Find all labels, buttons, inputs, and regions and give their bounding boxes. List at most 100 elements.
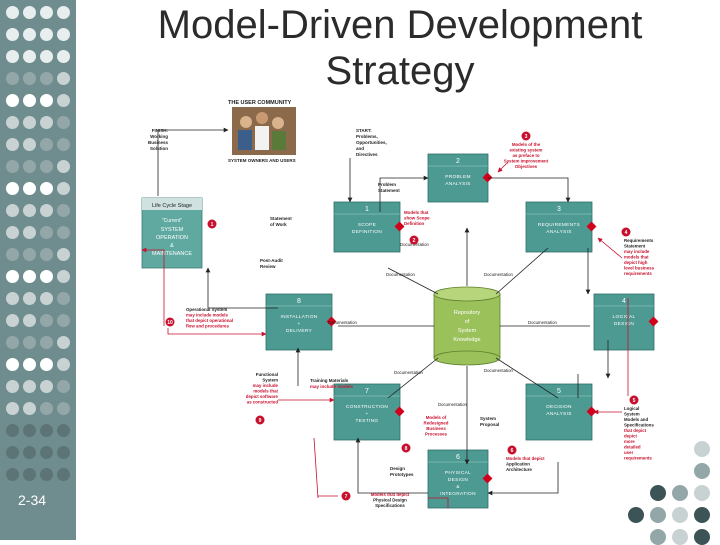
phase-box-bg: [265, 293, 333, 351]
annotation-number: 1: [211, 222, 214, 228]
annotation-text: that depict operational: [186, 318, 233, 323]
phase-name: &: [456, 484, 460, 490]
decorative-dot: [40, 468, 53, 481]
start-line: START:: [356, 128, 372, 133]
decorative-dot: [57, 380, 70, 393]
decorative-dot: [23, 160, 36, 173]
phase-name: PROBLEM: [445, 174, 471, 180]
decorative-dot: [40, 94, 53, 107]
decorative-dot: [6, 380, 19, 393]
decorative-dot: [40, 292, 53, 305]
flow-post-audit: Post-Audit: [260, 258, 283, 263]
flow-statement-of-work: of Work: [270, 222, 287, 227]
annotation-text: that depict: [624, 428, 647, 433]
annotation-text: depict high: [624, 260, 648, 265]
decorative-dot: [40, 270, 53, 283]
model-diamond-icon: [586, 221, 597, 232]
annotation-number: 2: [413, 238, 416, 244]
finish-line: FINISH:: [152, 128, 169, 133]
model-diamond-icon: [648, 316, 659, 327]
annotation-number: 9: [259, 418, 262, 424]
life-cycle-current: "Current": [162, 218, 182, 224]
phase-name: DESIGN: [614, 321, 634, 327]
decorative-corner-dot: [694, 529, 710, 545]
decorative-corner-dot: [628, 507, 644, 523]
repository-line: of: [465, 319, 470, 325]
decorative-dot: [6, 248, 19, 261]
annotation-number: 3: [525, 134, 528, 140]
phase-number: 2: [456, 158, 460, 165]
annotation-number-badge: [341, 491, 351, 501]
annotation-text: Architecture: [506, 467, 532, 472]
phase-number: 6: [456, 454, 460, 461]
decorative-dot: [23, 402, 36, 415]
decorative-dot: [23, 248, 36, 261]
decorative-dot: [23, 292, 36, 305]
phase-number: 3: [557, 206, 561, 213]
phase-name: +: [365, 412, 368, 417]
decorative-dot: [40, 402, 53, 415]
annotation-text: as preface to: [512, 153, 539, 158]
repository-cylinder: Repository of System Knowledge: [433, 286, 501, 366]
decorative-corner-dot: [650, 529, 666, 545]
start-line: Directives: [356, 152, 378, 157]
decorative-dot: [23, 138, 36, 151]
decorative-corner-dot: [694, 485, 710, 501]
decorative-dot: [40, 204, 53, 217]
decorative-dot: [40, 248, 53, 261]
flow-design-prototypes: Design: [390, 466, 405, 471]
annotation-text: may include models: [186, 313, 229, 318]
phase-name: CONSTRUCTION: [346, 404, 388, 410]
decorative-dot: [40, 314, 53, 327]
annotation-text: level business: [624, 266, 655, 271]
annotation-number: 4: [625, 230, 628, 236]
phase-name: DESIGN: [448, 477, 468, 483]
title-line-2: Strategy: [325, 49, 475, 93]
annotation-text: Models that depict: [506, 456, 545, 461]
decorative-dot: [6, 28, 19, 41]
decorative-dot: [23, 50, 36, 63]
decorative-dot: [40, 380, 53, 393]
decorative-dot: [40, 50, 53, 63]
decorative-dot: [57, 446, 70, 459]
decorative-dot: [57, 226, 70, 239]
phase-name: ANALYSIS: [546, 411, 572, 417]
flow-documentation: Documentation: [386, 272, 416, 277]
annotation-number: 5: [633, 398, 636, 404]
annotation-text: Models and: [624, 417, 648, 422]
phase-name: INTEGRATION: [440, 491, 476, 497]
decorative-dot: [23, 28, 36, 41]
decorative-dot: [40, 182, 53, 195]
phase-number: 4: [622, 298, 626, 305]
life-cycle-header: Life Cycle Stage: [152, 203, 192, 209]
annotation-text: Definition: [404, 221, 425, 226]
decorative-dot: [6, 204, 19, 217]
phase-name: ANALYSIS: [546, 229, 572, 235]
annotation-text: show Scope: [404, 216, 430, 221]
repository-line: Repository: [454, 310, 481, 316]
phase-number: 5: [557, 388, 561, 395]
decorative-dot: [57, 402, 70, 415]
decorative-dot: [23, 424, 36, 437]
annotation-text: requirements: [624, 271, 652, 276]
decorative-dot: [6, 116, 19, 129]
annotation-1: 1: [207, 219, 217, 229]
decorative-dot: [23, 116, 36, 129]
phase-name: DECISION: [546, 404, 572, 410]
annotation-text: Physical Design: [373, 498, 407, 503]
phase-box-bg: [333, 383, 401, 441]
decorative-dot: [6, 424, 19, 437]
annotation-text: Processes: [425, 432, 448, 437]
phase-name: DELIVERY: [286, 328, 313, 334]
decorative-dot: [57, 6, 70, 19]
decorative-dot: [6, 446, 19, 459]
decorative-dot: [40, 358, 53, 371]
decorative-dot: [57, 248, 70, 261]
flow-documentation: Documentation: [484, 272, 514, 277]
